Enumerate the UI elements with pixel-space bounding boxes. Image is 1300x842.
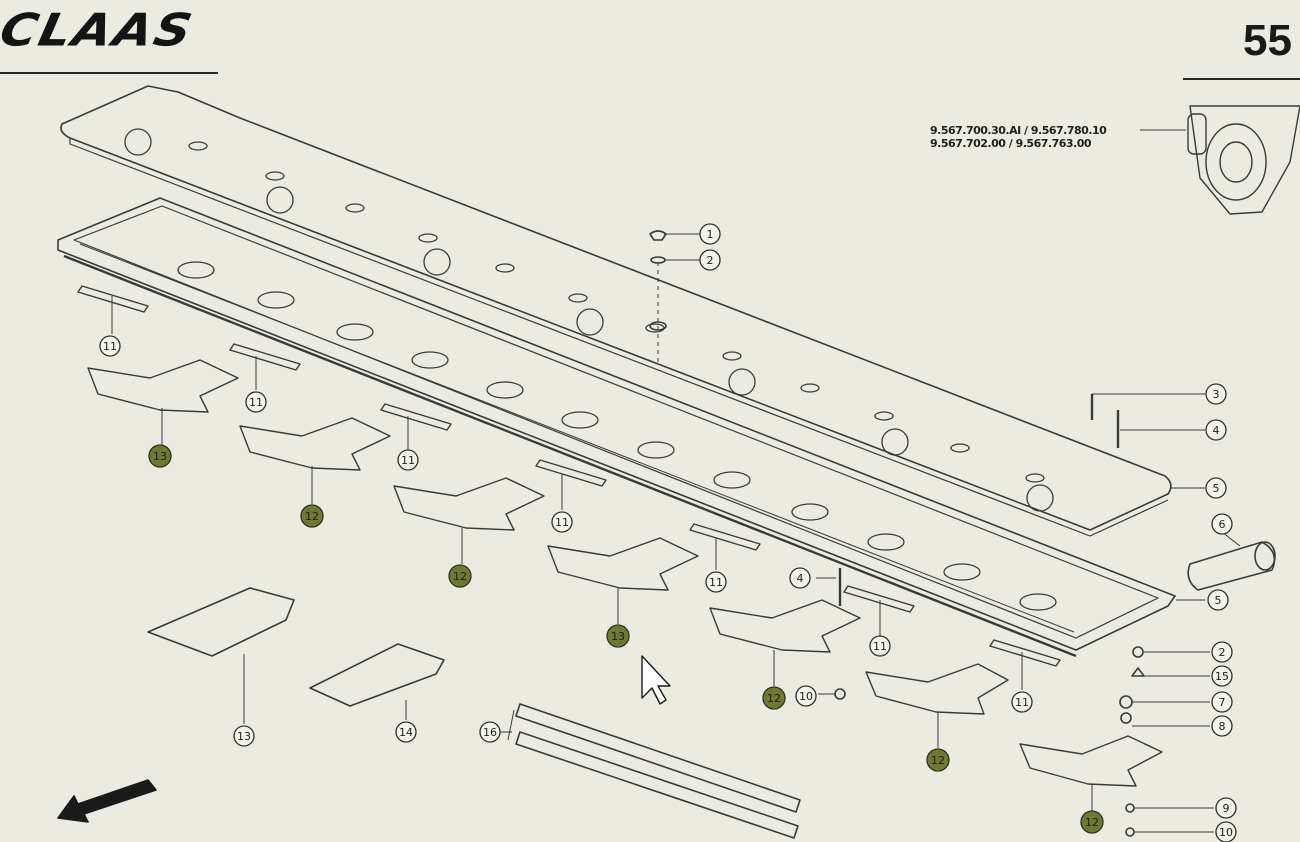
callout-label: 6 xyxy=(1219,518,1226,531)
callout-11: 11 xyxy=(869,635,891,657)
right-hardware xyxy=(834,394,1276,837)
callout-15: 15 xyxy=(1211,665,1233,687)
callout-label: 2 xyxy=(707,254,714,267)
model-references: 9.567.700.30.AI / 9.567.780.10 9.567.702… xyxy=(930,124,1107,150)
header-machine-icon xyxy=(1187,105,1300,215)
callout-label: 13 xyxy=(237,730,251,743)
bar-pieces xyxy=(77,285,1061,667)
callout-4: 4 xyxy=(789,567,811,589)
callout-label: 13 xyxy=(611,630,625,643)
callout-5: 5 xyxy=(1205,477,1227,499)
callout-layer: 1234565215789104101211111111111111131212… xyxy=(99,223,1237,842)
callout-label: 1 xyxy=(707,228,714,241)
callout-4: 4 xyxy=(1205,419,1227,441)
callout-3: 3 xyxy=(1205,383,1227,405)
callout-13: 13 xyxy=(606,624,630,648)
callout-10: 10 xyxy=(1215,821,1237,842)
callout-label: 12 xyxy=(931,754,945,767)
model-ref-line-1: 9.567.700.30.AI / 9.567.780.10 xyxy=(930,124,1107,137)
callout-1: 1 xyxy=(699,223,721,245)
callout-label: 3 xyxy=(1213,388,1220,401)
callout-12: 12 xyxy=(300,504,324,528)
callout-14: 14 xyxy=(395,721,417,743)
callout-label: 15 xyxy=(1215,670,1229,683)
callout-11: 11 xyxy=(1011,691,1033,713)
callout-12: 12 xyxy=(762,686,786,710)
callout-label: 10 xyxy=(799,690,813,703)
callout-label: 4 xyxy=(1213,424,1220,437)
callout-label: 5 xyxy=(1215,594,1222,607)
direction-arrow-icon xyxy=(57,779,157,823)
callout-label: 11 xyxy=(709,576,723,589)
callout-13: 13 xyxy=(233,725,255,747)
mouse-cursor-icon xyxy=(641,655,671,705)
leader-lines xyxy=(111,129,1241,833)
callout-label: 11 xyxy=(555,516,569,529)
callout-6: 6 xyxy=(1211,513,1233,535)
callout-label: 10 xyxy=(1219,826,1233,839)
callout-11: 11 xyxy=(705,571,727,593)
callout-9: 9 xyxy=(1215,797,1237,819)
bolt-stack xyxy=(649,230,667,362)
callout-11: 11 xyxy=(397,449,419,471)
callout-12: 12 xyxy=(926,748,950,772)
callout-11: 11 xyxy=(99,335,121,357)
callout-label: 11 xyxy=(401,454,415,467)
callout-2: 2 xyxy=(699,249,721,271)
callout-2: 2 xyxy=(1211,641,1233,663)
callout-label: 12 xyxy=(453,570,467,583)
knife-sections xyxy=(87,359,1163,787)
callout-label: 11 xyxy=(873,640,887,653)
callout-label: 5 xyxy=(1213,482,1220,495)
callout-label: 7 xyxy=(1219,696,1226,709)
page-number: 55 xyxy=(1243,16,1292,65)
callout-label: 11 xyxy=(249,396,263,409)
callout-label: 11 xyxy=(103,340,117,353)
callout-label: 12 xyxy=(767,692,781,705)
callout-5: 5 xyxy=(1207,589,1229,611)
callout-label: 13 xyxy=(153,450,167,463)
callout-label: 9 xyxy=(1223,802,1230,815)
callout-11: 11 xyxy=(245,391,267,413)
callout-label: 16 xyxy=(483,726,497,739)
model-ref-line-2: 9.567.702.00 / 9.567.763.00 xyxy=(930,137,1092,150)
callout-label: 12 xyxy=(1085,816,1099,829)
callout-12: 12 xyxy=(448,564,472,588)
callout-11: 11 xyxy=(551,511,573,533)
knife-bar-frame xyxy=(57,197,1176,658)
callout-label: 11 xyxy=(1015,696,1029,709)
header-rule-right xyxy=(1183,78,1300,80)
callout-label: 4 xyxy=(797,572,804,585)
callout-label: 12 xyxy=(305,510,319,523)
callout-13: 13 xyxy=(148,444,172,468)
callout-8: 8 xyxy=(1211,715,1233,737)
callout-7: 7 xyxy=(1211,691,1233,713)
header-rule-left xyxy=(0,72,218,74)
callout-10: 10 xyxy=(795,685,817,707)
callout-label: 2 xyxy=(1219,646,1226,659)
callout-label: 8 xyxy=(1219,720,1226,733)
wear-plate-14 xyxy=(309,643,445,707)
callout-label: 14 xyxy=(399,726,413,739)
knife-back-strip xyxy=(507,703,801,839)
callout-16: 16 xyxy=(479,721,501,743)
callout-12: 12 xyxy=(1080,810,1104,834)
wear-plate-13 xyxy=(147,587,295,657)
